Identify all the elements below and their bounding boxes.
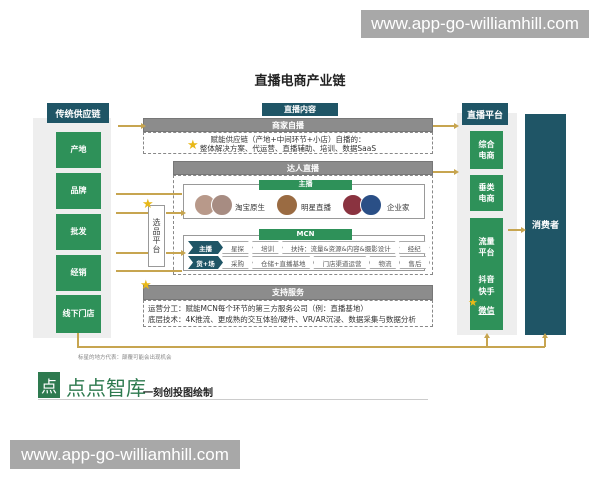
anchor-entrepreneur: 企业家 — [387, 203, 410, 212]
left-item-origin: 产地 — [56, 132, 101, 168]
brand-logo-icon: 点 — [38, 372, 60, 398]
traffic-kuaishou: 快手 — [478, 286, 495, 296]
arrow — [166, 250, 186, 256]
consumer-box: 消费者 — [525, 114, 566, 335]
influencer-box — [173, 175, 433, 275]
brand-subtitle: 一刻创投图绘制 — [143, 388, 213, 399]
mcn-chevron: 星探 — [222, 241, 253, 254]
traffic-wechat: 微信 — [478, 305, 495, 315]
merchant-bar: 商家自播 — [143, 118, 433, 132]
left-item-distribution: 经销 — [56, 255, 101, 291]
arrow — [433, 123, 459, 129]
left-item-wholesale: 批发 — [56, 214, 101, 250]
avatar — [211, 194, 233, 216]
star-icon: ★ — [187, 138, 199, 153]
mcn-chevron: 主播 — [188, 241, 223, 254]
anchor-celebrity: 明星直播 — [301, 203, 331, 212]
anchor-taobao: 淘宝原生 — [235, 203, 265, 212]
center-header: 直播内容 — [262, 103, 338, 116]
arrow — [116, 252, 148, 254]
selection-platform: 选品平台 — [148, 205, 165, 267]
avatar — [360, 194, 382, 216]
traffic-douyin: 抖音 — [478, 275, 495, 285]
footnote: 标星的地方代表：颠覆可能会出现机会 — [78, 355, 172, 361]
influencer-bar: 达人直播 — [173, 161, 433, 175]
right-item-traffic-platform: 流量 平台 抖音 快手 微信 — [470, 218, 503, 330]
mcn-chevron: 货+场 — [188, 256, 223, 269]
arrow — [116, 270, 182, 272]
left-item-brand: 品牌 — [56, 173, 101, 209]
connector — [77, 346, 545, 348]
merchant-line1: 赋能供应链（产地+中间环节+小店）自播的： — [210, 135, 366, 144]
arrow — [433, 169, 459, 175]
right-item-vertical-ecommerce: 垂类 电商 — [470, 175, 503, 211]
mcn-chevron: 仓储+直播基地 — [252, 256, 314, 269]
brand-name: 点点智库 — [66, 376, 146, 400]
watermark-top: www.app-go-williamhill.com — [361, 10, 589, 38]
mcn-chevron: 采购 — [222, 256, 253, 269]
diagram-title: 直播电商产业链 — [254, 74, 346, 89]
mcn-chevron: 售后 — [399, 256, 430, 269]
mcn-chevron: 扶持：流量&资源&内容&摄影设计 — [282, 241, 400, 254]
arrow — [508, 227, 526, 233]
support-line2: 底层技术：4K推流、更成熟的交互体验/硬件、VR/AR沉浸、数据采集与数据分析 — [148, 315, 416, 324]
merchant-box — [143, 132, 433, 154]
star-icon: ★ — [468, 296, 478, 309]
star-icon: ★ — [140, 278, 152, 293]
mcn-row-goods: 货+场 采购 仓储+直播基地 门店渠道运营 物流 售后 — [188, 256, 429, 269]
support-line1: 运营分工：赋能MCN每个环节的第三方服务公司（例：直播基地） — [148, 304, 368, 313]
traffic-label: 流量 平台 — [478, 237, 495, 258]
mcn-chevron: 培训 — [252, 241, 283, 254]
arrow — [166, 210, 186, 216]
arrow — [116, 193, 182, 195]
star-icon: ★ — [142, 197, 154, 212]
mcn-chevron: 门店渠道运营 — [313, 256, 370, 269]
left-column-header: 传统供应链 — [47, 103, 109, 123]
support-bar: 支持服务 — [143, 285, 433, 300]
merchant-line2: 整体解决方案、代运营、直播辅助、培训、数据SaaS — [199, 144, 377, 153]
anchor-label: 主播 — [259, 180, 352, 190]
mcn-chevron: 经纪 — [399, 241, 430, 254]
arrow — [484, 333, 490, 347]
mcn-row-anchor: 主播 星探 培训 扶持：流量&资源&内容&摄影设计 经纪 — [188, 241, 429, 254]
left-item-offline-store: 线下门店 — [56, 295, 101, 333]
support-box — [143, 300, 433, 327]
right-column-header: 直播平台 — [462, 103, 508, 125]
avatar — [276, 194, 298, 216]
mcn-chevron: 物流 — [369, 256, 400, 269]
connector — [77, 333, 79, 348]
arrow — [116, 212, 148, 214]
arrow — [542, 333, 548, 347]
arrow — [118, 123, 146, 129]
mcn-label: MCN — [259, 229, 352, 240]
watermark-bottom: www.app-go-williamhill.com — [10, 440, 240, 469]
divider — [38, 399, 428, 400]
right-item-general-ecommerce: 综合 电商 — [470, 131, 503, 169]
